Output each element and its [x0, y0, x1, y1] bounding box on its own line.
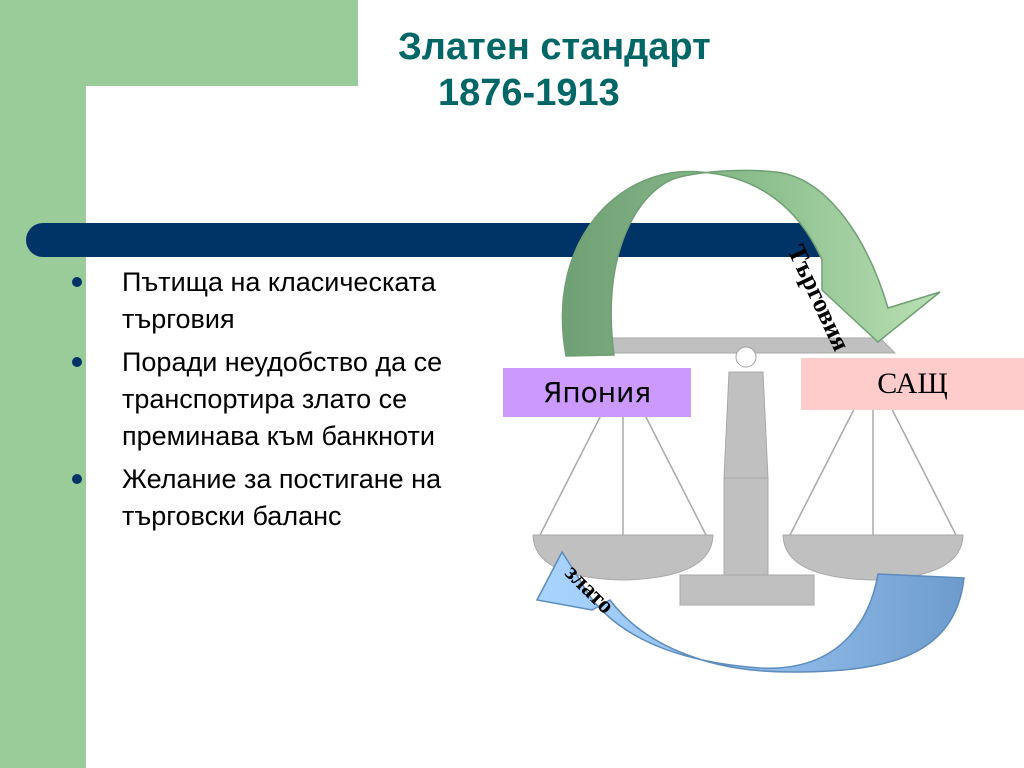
bullet-item: Пътища на класическата търговия: [70, 264, 500, 338]
balance-scale-icon: [532, 337, 964, 606]
slide-title-line1: Златен стандарт: [398, 26, 711, 68]
scale-base: [679, 574, 815, 606]
background-green-top: [0, 0, 358, 86]
bullet-text: Пътища на класическата търговия: [122, 267, 436, 334]
trade-arrow-icon: [561, 169, 941, 357]
gold-arrow-icon: [535, 550, 965, 673]
background-rounded-corner: [86, 86, 206, 206]
country-box-japan: Япония: [503, 368, 691, 417]
scale-stem: [723, 477, 769, 579]
background-green-left: [0, 0, 86, 768]
bullet-list: Пътища на класическата търговия Поради н…: [70, 264, 500, 541]
slide-title-line2: 1876-1913: [438, 72, 620, 114]
slide-title: Златен стандарт 1876-1913: [398, 24, 711, 116]
bullet-text: Поради неудобство да се транспортира зла…: [122, 347, 443, 451]
bullet-text: Желание за постигане на търговски баланс: [122, 464, 442, 531]
bullet-dot-icon: [72, 357, 82, 367]
country-box-usa: САЩ: [801, 358, 1024, 410]
title-divider-bar: [26, 223, 852, 257]
bullet-dot-icon: [72, 277, 82, 287]
bullet-item: Желание за постигане на търговски баланс: [70, 461, 500, 535]
scale-pan-right: [782, 534, 964, 581]
bullet-dot-icon: [72, 474, 82, 484]
bullet-item: Поради неудобство да се транспортира зла…: [70, 344, 500, 455]
scale-pivot: [735, 346, 757, 368]
scale-pan-left: [532, 534, 714, 581]
